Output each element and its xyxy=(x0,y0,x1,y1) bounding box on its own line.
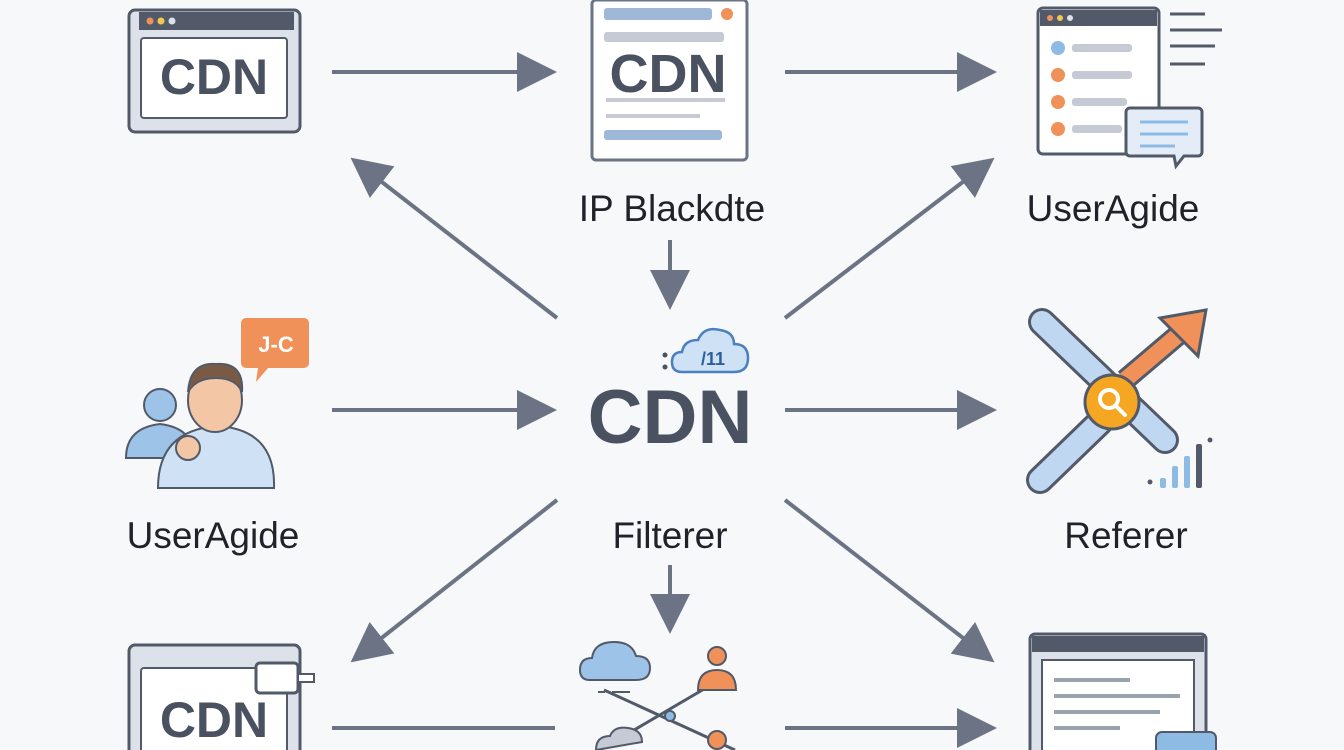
cloud-icon: /11 xyxy=(662,327,750,374)
cloud-text: /11 xyxy=(701,349,725,369)
filterer-label: Filterer xyxy=(612,515,728,556)
cdn-logo-text: CDN xyxy=(610,44,727,104)
speech-bubble-icon: J-C xyxy=(241,318,309,382)
arrow-center-to-topleft xyxy=(350,157,559,320)
network-icon xyxy=(578,640,738,750)
user-agent-label-left: UserAgide xyxy=(126,515,300,556)
arrow-center-to-bottomright xyxy=(783,498,995,663)
chat-bubble-icon xyxy=(1124,106,1204,170)
speech-bubble-text: J-C xyxy=(258,332,294,357)
cdn-main-text: CDN xyxy=(588,375,753,460)
user-icon xyxy=(124,362,276,489)
cdn-logo-text: CDN xyxy=(160,692,268,748)
cdn-logo-text: CDN xyxy=(160,49,268,105)
user-agent-label-top: UserAgide xyxy=(1026,188,1200,229)
bar-chart-icon xyxy=(1147,437,1213,488)
arrows xyxy=(332,52,997,748)
ip-blacklist-label: IP Blackdte xyxy=(578,188,766,229)
cdn-document-top-center: CDN xyxy=(590,0,749,162)
cdn-window-top-left: CDN xyxy=(127,8,302,134)
arrow-center-to-topright xyxy=(783,157,995,320)
referer-cross-icon xyxy=(1026,308,1208,494)
arrow-center-to-bottomleft xyxy=(350,498,559,663)
referer-label: Referer xyxy=(1064,515,1188,556)
browser-list-top-right xyxy=(1036,6,1222,156)
center-cdn: /11 CDN xyxy=(588,327,753,460)
cdn-window-bottom-left: CDN xyxy=(127,643,302,750)
plug-icon xyxy=(254,661,315,695)
browser-window-bottom-right xyxy=(1028,632,1217,750)
